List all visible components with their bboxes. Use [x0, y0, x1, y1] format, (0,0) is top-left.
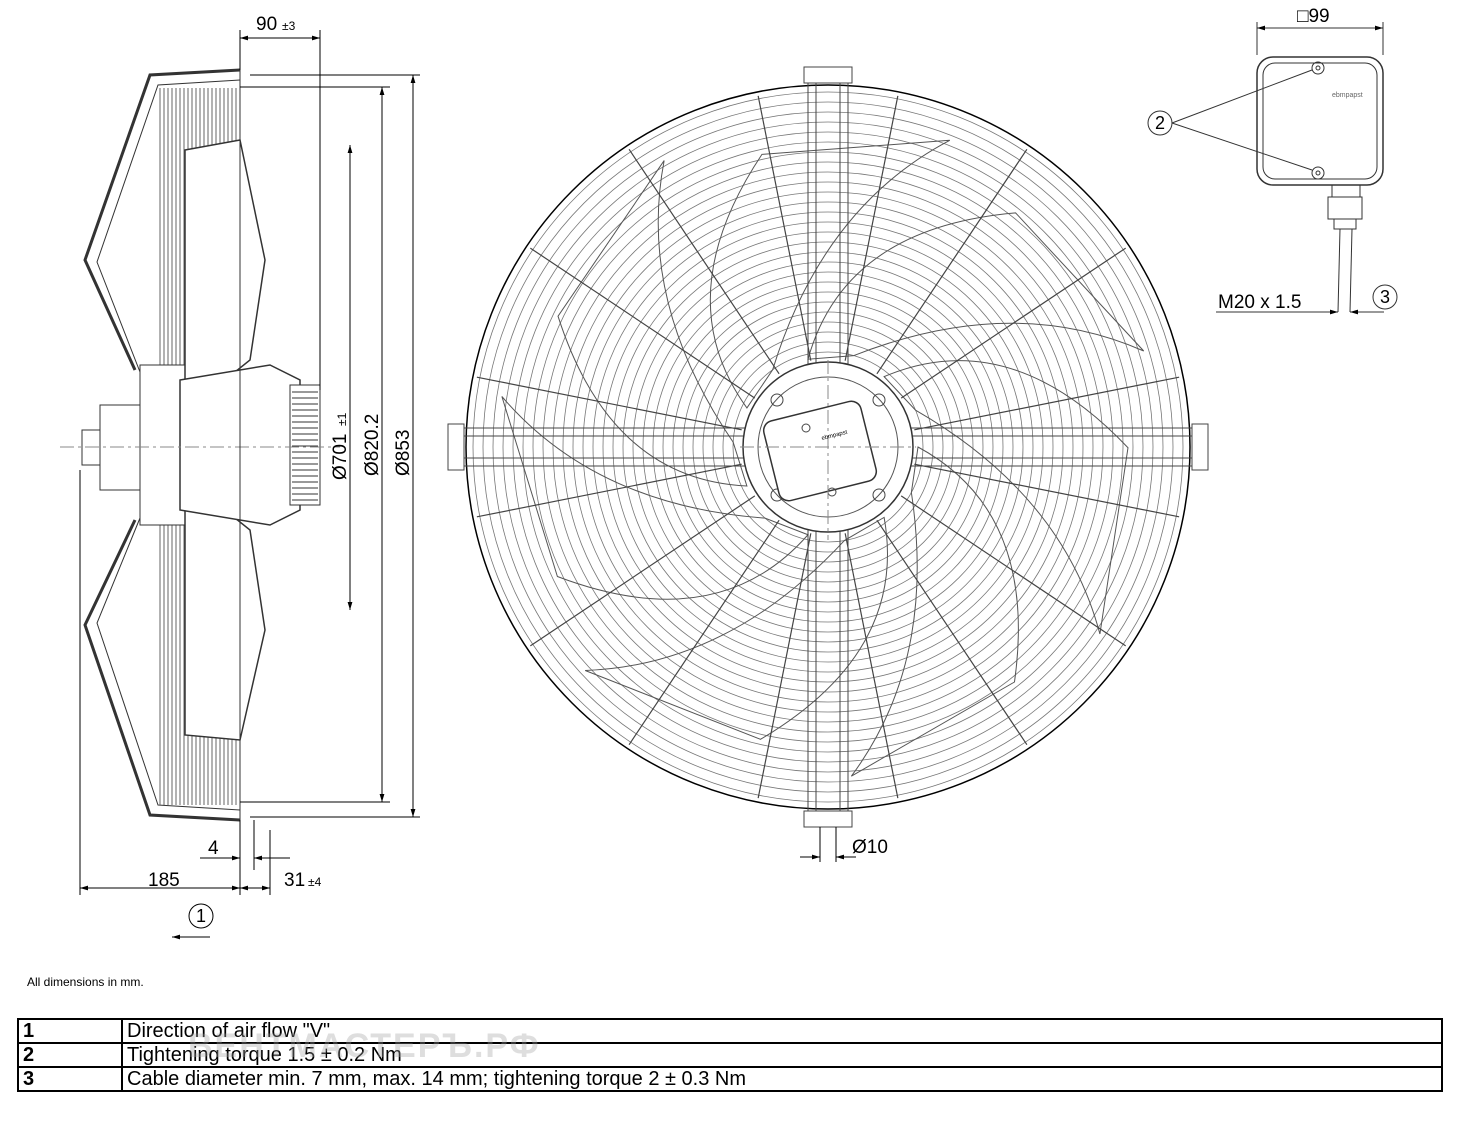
guard-ring: [592, 211, 1064, 683]
callout-3: 3: [1380, 287, 1390, 307]
dim-90-tolerance: ±3: [282, 19, 296, 33]
dim-99: □99: [1297, 6, 1330, 27]
guard-ring: [622, 241, 1034, 653]
guard-ring: [472, 91, 1184, 803]
dim-d820: Ø820.2: [362, 414, 383, 476]
units-note: All dimensions in mm.: [27, 975, 144, 989]
impeller-blade: [585, 516, 888, 740]
guard-ring: [512, 131, 1144, 763]
legend-number: 3: [17, 1066, 123, 1092]
side-view-dimensions: [79, 30, 420, 940]
impeller-blade: [850, 446, 1019, 777]
dim-d701: Ø701: [330, 434, 351, 480]
impeller-blade: [709, 139, 951, 409]
guard-spoke: [530, 247, 756, 399]
guard-ring: [602, 221, 1054, 673]
front-view: [447, 66, 1209, 828]
guard-spoke: [476, 376, 742, 431]
legend-row: 3 Cable diameter min. 7 mm, max. 14 mm; …: [17, 1066, 1443, 1092]
motor-cooling-fins: [292, 391, 318, 501]
guard-spoke: [530, 495, 756, 647]
guard-ring: [652, 271, 1004, 623]
guard-spoke: [476, 463, 742, 518]
guard-ring: [662, 281, 994, 613]
legend-number: 1: [17, 1018, 123, 1044]
legend-row: 2 Tightening torque 1.5 ± 0.2 Nm: [17, 1042, 1443, 1068]
dim-d853: Ø853: [393, 430, 414, 476]
impeller-blade: [557, 160, 748, 487]
impeller-blade: [883, 360, 1129, 635]
side-view: [60, 60, 340, 830]
legend-text: Cable diameter min. 7 mm, max. 14 mm; ti…: [121, 1066, 1443, 1092]
guard-ring: [562, 181, 1094, 713]
guard-ring: [532, 151, 1124, 743]
dim-d10: Ø10: [852, 837, 888, 858]
guard-ring: [552, 171, 1104, 723]
guard-spoke: [914, 463, 1180, 518]
guard-spoke: [844, 95, 899, 361]
guard-rings: [472, 91, 1184, 803]
guard-spoke: [844, 533, 899, 799]
dim-31: 31: [284, 870, 305, 891]
legend-table: 1 Direction of air flow "V" 2 Tightening…: [17, 1018, 1443, 1092]
guard-spoke: [876, 149, 1028, 375]
guard-ring: [732, 351, 924, 543]
terminal-box-view: [1147, 22, 1398, 315]
callout-1: 1: [196, 906, 206, 926]
guard-ring: [722, 341, 934, 553]
guard-ring: [632, 251, 1024, 643]
box-brand-label: ebmpapst: [1332, 92, 1363, 99]
guard-spoke: [628, 519, 780, 745]
guard-ring: [572, 191, 1084, 703]
guard-spoke: [914, 376, 1180, 431]
guard-ring: [482, 101, 1174, 793]
guard-ring: [492, 111, 1164, 783]
guard-ring: [712, 331, 944, 563]
guard-spoke: [628, 149, 780, 375]
guard-ring: [522, 141, 1134, 753]
watermark: ВЕНТМАСТЕРЪ.РФ: [188, 1027, 541, 1065]
legend-text: Tightening torque 1.5 ± 0.2 Nm: [121, 1042, 1443, 1068]
guard-ring: [612, 231, 1044, 663]
guard-ring: [642, 261, 1014, 633]
dim-185: 185: [148, 870, 180, 891]
legend-text: Direction of air flow "V": [121, 1018, 1443, 1044]
legend-number: 2: [17, 1042, 123, 1068]
front-view-dimensions: [800, 827, 856, 862]
guard-spokes: [476, 95, 1180, 799]
dim-31-tolerance: ±4: [308, 875, 322, 889]
guard-spoke: [900, 495, 1126, 647]
guard-ring: [582, 201, 1074, 693]
guard-spoke: [900, 247, 1126, 399]
impeller-blade: [501, 396, 809, 600]
guard-ring: [542, 161, 1114, 733]
guard-ring: [682, 301, 974, 593]
guard-spoke: [757, 95, 812, 361]
legend-row: 1 Direction of air flow "V": [17, 1018, 1443, 1044]
guard-spoke: [876, 519, 1028, 745]
dim-90: 90: [256, 14, 277, 35]
guard-ring: [502, 121, 1154, 773]
thread-label: M20 x 1.5: [1218, 292, 1301, 313]
guard-ring: [702, 321, 954, 573]
guard-ring: [672, 291, 984, 603]
dim-4: 4: [208, 838, 219, 859]
guard-spoke: [757, 533, 812, 799]
impeller-blade: [807, 212, 1145, 360]
callout-2: 2: [1155, 113, 1165, 133]
impeller-blades: [501, 139, 1145, 777]
dim-d701-tolerance: ±1: [335, 412, 349, 426]
technical-drawing: 90 ±3 Ø701 ±1 Ø820.2 Ø853 4 185 31 ±4 1: [60, 6, 1398, 940]
